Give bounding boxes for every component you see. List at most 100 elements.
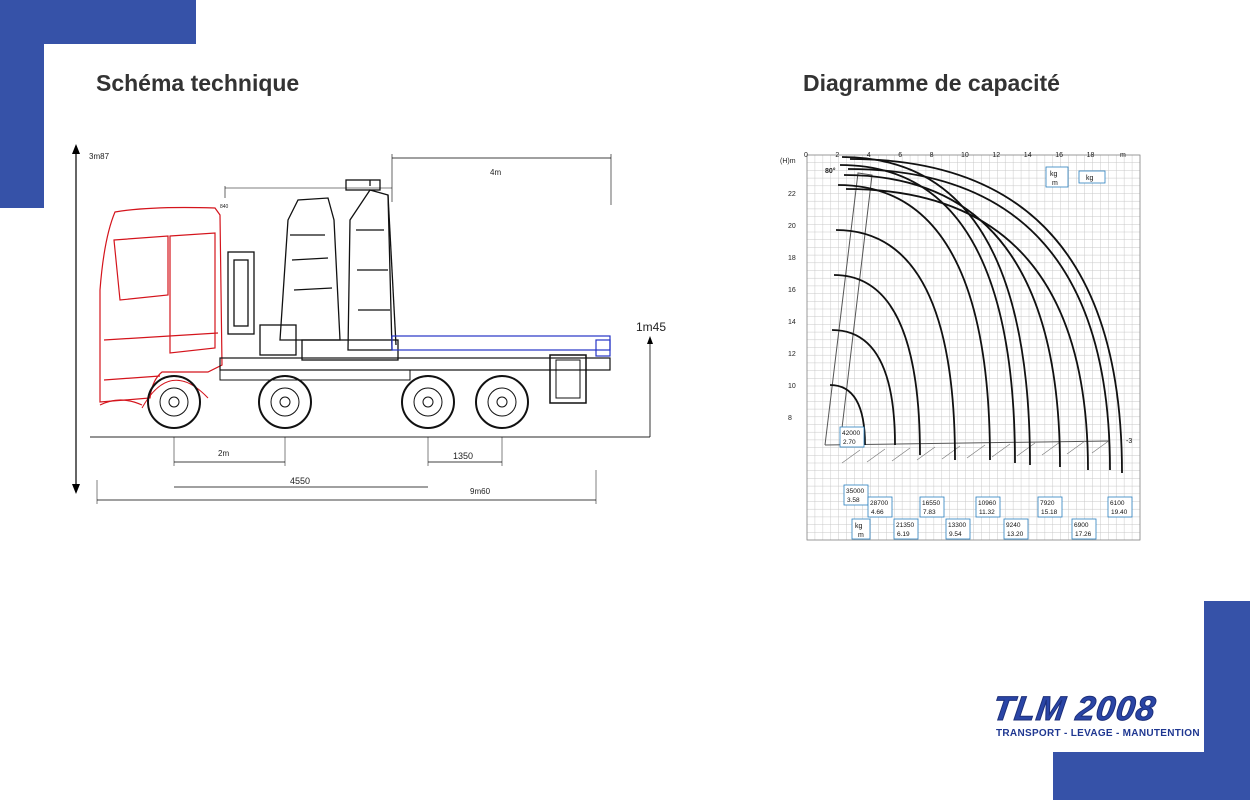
load-box xyxy=(893,518,919,540)
load-box xyxy=(1107,496,1133,518)
truck-cab xyxy=(99,206,223,406)
bed-height-label: 1m45 xyxy=(636,320,666,334)
load-box-kg: 28700 xyxy=(870,500,888,507)
footer-m-label: m xyxy=(858,532,864,539)
boom-segment-line xyxy=(841,449,861,464)
height-label: 3m87 xyxy=(89,152,110,161)
schematic-title: Schéma technique xyxy=(96,70,300,96)
flatbed xyxy=(391,335,611,357)
x-tick-label: 16 xyxy=(1055,152,1063,159)
y-tick-label: 18 xyxy=(788,255,796,262)
load-box xyxy=(1071,518,1097,540)
capacity-grid xyxy=(806,154,1141,541)
load-box-kg: 9240 xyxy=(1006,522,1021,529)
total-length-label: 9m60 xyxy=(470,487,491,496)
axle-gap-label: 2m xyxy=(218,449,229,458)
x-tick-label: 10 xyxy=(961,152,969,159)
capacity-load-boxes: 42000 2.70 35000 3.58 28700 4.66 21350 6.19 1655… xyxy=(839,426,1133,540)
wheels xyxy=(147,375,529,429)
load-box-m: 9.54 xyxy=(949,531,962,538)
corner-block-bottom-right xyxy=(1053,752,1250,800)
grid-frame xyxy=(806,154,1141,541)
x-unit-label: m xyxy=(1120,152,1126,159)
boom-outline xyxy=(824,172,873,446)
load-box-kg: 13300 xyxy=(948,522,966,529)
capacity-chart-title: Diagramme de capacité xyxy=(803,70,1060,96)
corner-bar-left xyxy=(0,0,44,208)
load-box-m: 15.18 xyxy=(1041,509,1058,516)
x-tick-label: 6 xyxy=(898,152,902,159)
capacity-arc xyxy=(843,174,1061,468)
wheelbase-label: 4550 xyxy=(290,476,310,486)
y-tick-label: 14 xyxy=(788,319,796,326)
load-box-m: 2.70 xyxy=(843,439,856,446)
load-box-kg: 7920 xyxy=(1040,500,1055,507)
y-tick-label: 22 xyxy=(788,191,796,198)
x-tick-label: 2 xyxy=(835,152,839,159)
capacity-arc xyxy=(833,274,921,456)
load-box-m: 19.40 xyxy=(1111,509,1128,516)
load-box xyxy=(945,518,971,540)
y-tick-label: 16 xyxy=(788,287,796,294)
capacity-arc xyxy=(829,384,866,446)
load-box-m: 3.58 xyxy=(847,497,860,504)
load-box-m: 6.19 xyxy=(897,531,910,538)
boom-horizontal xyxy=(824,440,1111,446)
boom-segment-line xyxy=(1091,439,1111,454)
boom-segment-line xyxy=(941,445,961,460)
load-box-kg: 6100 xyxy=(1110,500,1125,507)
boom-segment-line xyxy=(1066,440,1086,455)
x-tick-label: 8 xyxy=(930,152,934,159)
boom-segment-line xyxy=(1041,441,1061,456)
load-box xyxy=(843,484,869,506)
load-box xyxy=(919,496,945,518)
rear-axle-label: 1350 xyxy=(453,451,473,461)
small-dimension-label: 840 xyxy=(220,204,229,210)
x-tick-label: 4 xyxy=(867,152,871,159)
x-tick-label: 0 xyxy=(804,152,808,159)
capacity-arc xyxy=(845,188,1089,471)
y-tick-label: 8 xyxy=(788,415,792,422)
load-box xyxy=(1037,496,1063,518)
load-box-kg: 42000 xyxy=(842,430,860,437)
capacity-arc xyxy=(849,158,1123,474)
load-box-kg: 10960 xyxy=(978,500,996,507)
capacity-arc xyxy=(841,156,1031,466)
boom-segment-line xyxy=(1016,442,1036,457)
y-tick-label: 20 xyxy=(788,223,796,230)
x-tick-label: 18 xyxy=(1087,152,1095,159)
x-tick-label: 14 xyxy=(1024,152,1032,159)
load-box-m: 11.32 xyxy=(979,509,995,516)
load-box-m: 7.83 xyxy=(923,509,936,516)
load-box-m: 4.66 xyxy=(871,509,884,516)
load-box xyxy=(867,496,893,518)
legend-m-label: m xyxy=(1052,180,1058,187)
load-box xyxy=(1003,518,1029,540)
capacity-curves xyxy=(824,156,1123,474)
load-box-kg: 21350 xyxy=(896,522,914,529)
boom-angle-label: 80° xyxy=(825,167,836,175)
crane-body xyxy=(227,179,399,361)
footer-kg-label: kg xyxy=(855,523,863,530)
x-tick-label: 12 xyxy=(992,152,1000,159)
load-box xyxy=(839,426,865,448)
load-box-kg: 6900 xyxy=(1074,522,1089,529)
legend-kg-label: kg xyxy=(1050,171,1058,178)
legend-kg-box xyxy=(1078,170,1106,184)
boom-segment-line xyxy=(866,448,886,463)
capacity-arc xyxy=(831,329,896,446)
capacity-arc xyxy=(835,229,956,461)
y-tick-label: 10 xyxy=(788,383,796,390)
y-unit-label: (H)m xyxy=(780,158,796,165)
boom-segment-line xyxy=(891,447,911,462)
legend-kg-m-box xyxy=(1045,166,1069,188)
load-box-kg: 35000 xyxy=(846,488,864,495)
truck-schematic: 3m87 4m 840 xyxy=(72,144,666,504)
company-tagline: TRANSPORT - LEVAGE - MANUTENTION xyxy=(996,728,1200,739)
boom-segment-line xyxy=(916,446,936,461)
load-box-kg: 16550 xyxy=(922,500,940,507)
side-marker-label: -3 xyxy=(1126,438,1132,445)
boom-length-label: 4m xyxy=(490,168,501,177)
